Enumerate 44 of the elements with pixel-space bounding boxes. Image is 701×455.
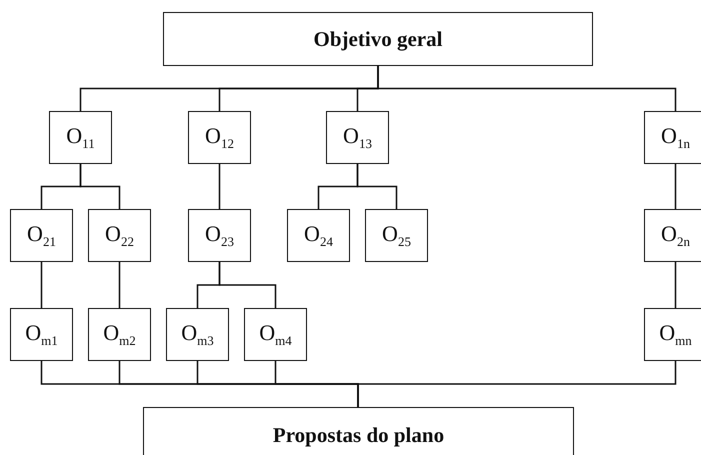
node-label: O$_{mn}$ — [659, 320, 692, 349]
connector-line — [377, 66, 676, 111]
objective-box — [188, 111, 251, 164]
node-label: O$_{2n}$ — [661, 221, 690, 250]
objective-box — [49, 111, 112, 164]
node-label: O$_{11}$ — [66, 123, 95, 152]
node-label: O$_{21}$ — [27, 221, 56, 250]
objective-box — [365, 209, 428, 262]
objective-box — [326, 111, 389, 164]
objective-box — [10, 209, 73, 262]
node-label: O$_{24}$ — [304, 221, 333, 250]
node-label: O$_{m4}$ — [259, 320, 292, 349]
objective-box — [188, 209, 251, 262]
goal-box — [163, 12, 593, 66]
connector-line — [40, 262, 42, 308]
objective-box — [244, 308, 307, 361]
node-label: Propostas do plano — [272, 422, 444, 448]
node-label: O$_{22}$ — [105, 221, 134, 250]
node-label: O$_{m1}$ — [25, 320, 58, 349]
objective-box — [644, 111, 701, 164]
node-label: O$_{12}$ — [205, 123, 234, 152]
connector-line — [356, 164, 398, 209]
objective-box — [88, 209, 151, 262]
objective-box — [287, 209, 350, 262]
connector-line — [218, 262, 276, 308]
connector-line — [674, 164, 676, 209]
node-label: O$_{1n}$ — [661, 123, 690, 152]
connector-line — [218, 164, 220, 209]
node-label: O$_{13}$ — [343, 123, 372, 152]
objective-box — [644, 308, 701, 361]
objective-box — [166, 308, 229, 361]
connector-line — [357, 361, 676, 407]
connector-line — [118, 262, 120, 308]
node-label: O$_{m3}$ — [181, 320, 214, 349]
node-label: O$_{25}$ — [382, 221, 411, 250]
objective-box — [644, 209, 701, 262]
node-label: O$_{m2}$ — [103, 320, 136, 349]
goal-box — [143, 407, 574, 455]
node-label: O$_{23}$ — [205, 221, 234, 250]
connector-line — [80, 164, 120, 209]
objective-box — [10, 308, 73, 361]
node-label: Objetivo geral — [314, 26, 442, 52]
connector-line — [674, 262, 676, 308]
objective-box — [88, 308, 151, 361]
